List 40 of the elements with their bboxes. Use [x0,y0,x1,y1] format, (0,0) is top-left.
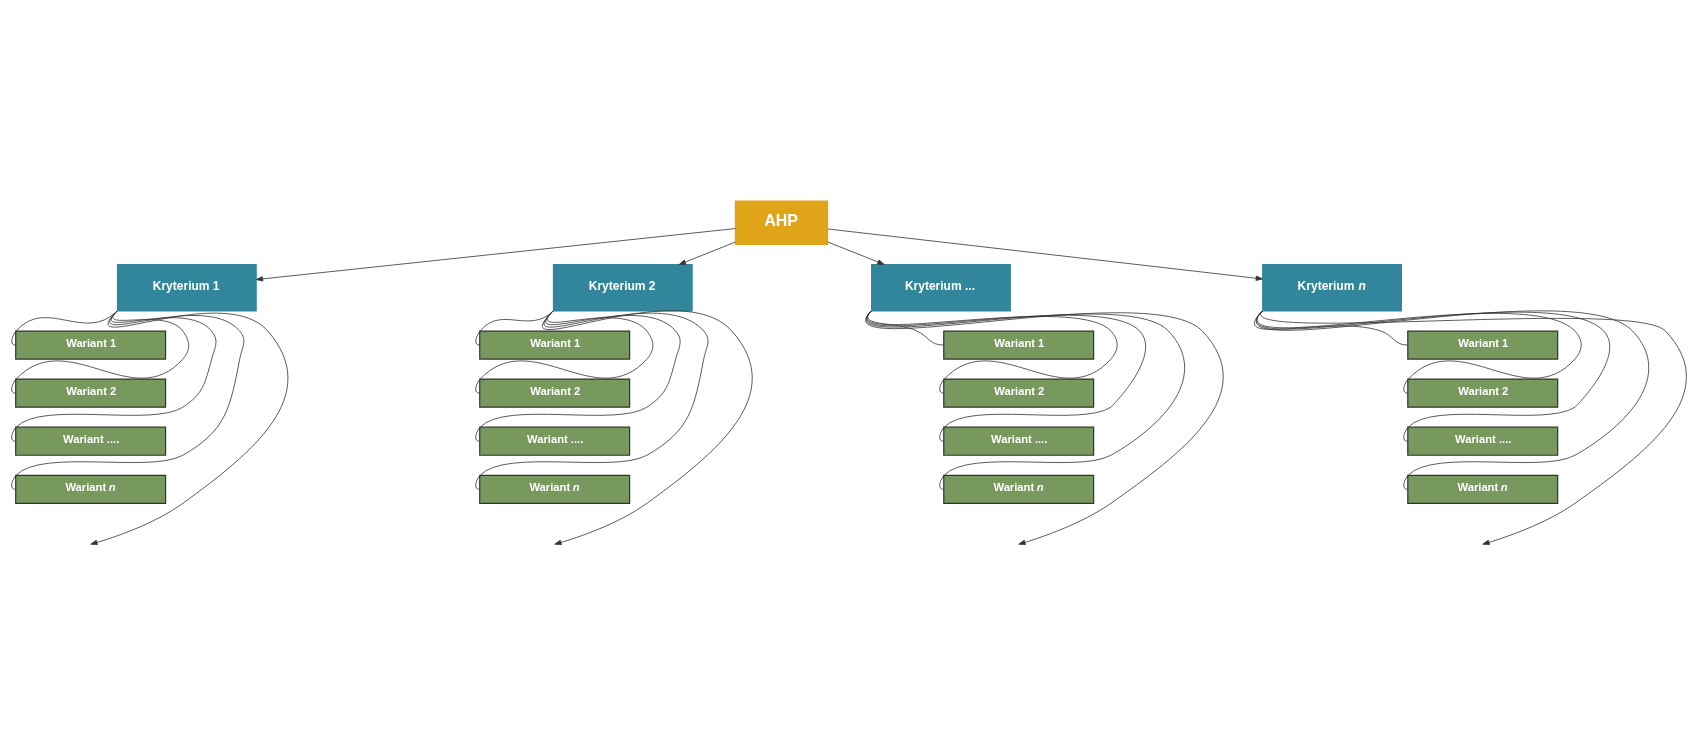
connector [475,310,709,490]
arrow [678,241,736,265]
connector [11,310,118,345]
arrow [542,309,753,545]
arrow [827,228,1263,281]
arrow [827,241,885,265]
node-box: Wariant 2 [479,378,631,408]
node-box: Kryterium ... [871,263,1011,312]
arrow [255,227,736,281]
node-box: AHP [734,200,829,245]
node-box: Wariant 2 [1407,378,1559,408]
connector [1255,309,1650,490]
node-box: Wariant .... [15,426,167,456]
node-box: Wariant 1 [479,329,631,360]
node-box: Wariant 1 [1407,329,1559,360]
connector [11,310,245,490]
node-box: Wariant 1 [943,329,1095,360]
node-box: Wariant n [943,474,1095,504]
node-box: Wariant .... [479,426,631,456]
node-box: Kryterium 2 [552,263,693,312]
node-box: Kryterium 1 [116,263,257,312]
arrow [1261,310,1687,545]
node-box: Wariant n [479,474,631,504]
arrow [90,310,289,545]
connector [475,310,554,345]
node-box: Wariant n [1407,474,1559,504]
node-box: Wariant .... [943,426,1095,456]
arrow [865,310,1224,545]
connector [1256,310,1582,394]
connector [475,310,681,442]
node-box: Wariant 1 [15,329,167,360]
connector [1256,310,1611,442]
node-box: Wariant 2 [15,378,167,408]
node-box: Wariant n [15,474,167,504]
connector [11,310,217,442]
node-box: Kryterium n [1262,263,1402,312]
node-box: Wariant .... [1407,426,1559,456]
connector [475,310,654,394]
connector [11,310,190,394]
node-box: Wariant 2 [943,378,1095,408]
